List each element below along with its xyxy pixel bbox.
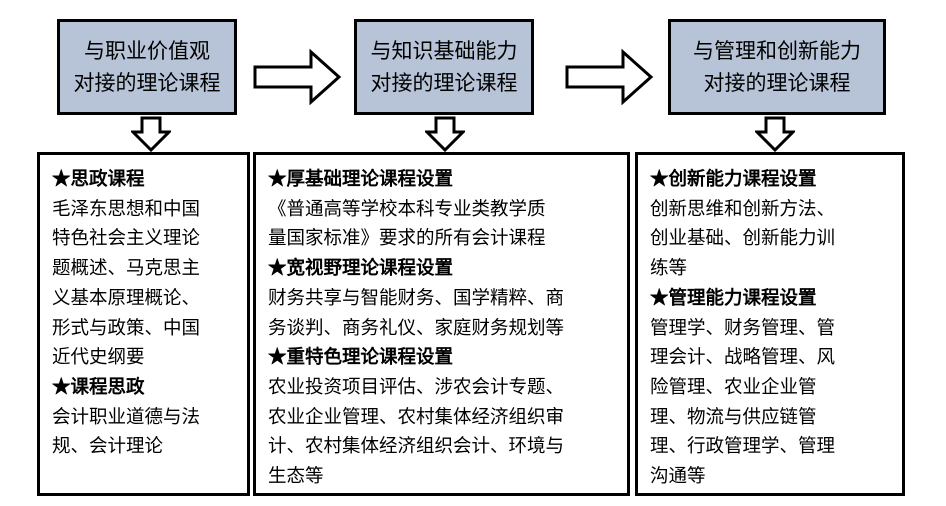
section-heading: ★宽视野理论课程设置 — [268, 258, 454, 280]
course-text-line: 《普通高等学校本科专业类教学质 — [268, 198, 546, 220]
course-list-box-2: ★厚基础理论课程设置 《普通高等学校本科专业类教学质 量国家标准》要求的所有会计… — [253, 152, 630, 496]
top-box-professional-values: 与职业价值观 对接的理论课程 — [57, 19, 237, 115]
course-text-line: 财务共享与智能财务、国学精粹、商 — [268, 287, 565, 309]
course-text-line: 理、物流与供应链管 — [650, 406, 817, 428]
down-arrow-icon — [131, 116, 171, 152]
section-heading: ★创新能力课程设置 — [650, 169, 817, 190]
top-box-title-line: 与职业价值观 — [84, 39, 210, 63]
course-text-line: 近代史纲要 — [52, 347, 145, 369]
course-text-line: 理会计、战略管理、风 — [650, 347, 836, 369]
top-box-management-innovation: 与管理和创新能力 对接的理论课程 — [668, 19, 886, 115]
course-text-line: 义基本原理概论、 — [52, 287, 201, 309]
course-text-line: 生态等 — [268, 466, 324, 488]
course-text-line: 农业企业管理、农村集体经济组织审 — [268, 406, 565, 428]
course-text-line: 计、农村集体经济组织会计、环境与 — [268, 436, 565, 458]
section-heading: ★厚基础理论课程设置 — [268, 169, 454, 190]
course-text-line: 量国家标准》要求的所有会计课程 — [268, 228, 546, 250]
course-text-line: 创业基础、创新能力训 — [650, 228, 836, 250]
down-arrow-icon — [425, 116, 465, 152]
course-text-line: 理、行政管理学、管理 — [650, 436, 836, 458]
course-list-box-1: ★思政课程 毛泽东思想和中国 特色社会主义理论 题概述、马克思主 义基本原理概论… — [37, 152, 250, 496]
course-text-line: 形式与政策、中国 — [52, 317, 201, 339]
section-heading: ★管理能力课程设置 — [650, 287, 817, 309]
top-box-knowledge-foundation: 与知识基础能力 对接的理论课程 — [354, 19, 534, 115]
course-text-line: 险管理、农业企业管 — [650, 376, 817, 398]
course-text-line: 练等 — [650, 258, 688, 280]
section-heading: ★课程思政 — [52, 376, 145, 398]
course-text-line: 题概述、马克思主 — [52, 258, 201, 280]
course-text-line: 创新思维和创新方法、 — [650, 198, 836, 220]
course-text-line: 特色社会主义理论 — [52, 228, 201, 250]
top-box-title-line: 对接的理论课程 — [370, 71, 518, 95]
top-box-title-line: 与管理和创新能力 — [693, 39, 861, 63]
section-heading: ★重特色理论课程设置 — [268, 347, 454, 369]
top-box-title-line: 对接的理论课程 — [703, 71, 851, 95]
section-heading: ★思政课程 — [52, 169, 145, 190]
course-text-line: 规、会计理论 — [52, 436, 164, 458]
top-box-title-line: 与知识基础能力 — [370, 39, 518, 63]
course-list-box-3: ★创新能力课程设置 创新思维和创新方法、 创业基础、创新能力训 练等 ★管理能力… — [635, 152, 905, 496]
right-arrow-icon — [565, 48, 654, 106]
course-text-line: 毛泽东思想和中国 — [52, 198, 201, 220]
course-text-line: 农业投资项目评估、涉农会计专题、 — [268, 376, 565, 398]
down-arrow-icon — [755, 116, 795, 152]
course-text-line: 管理学、财务管理、管 — [650, 317, 836, 339]
top-box-title-line: 对接的理论课程 — [73, 71, 221, 95]
course-text-line: 会计职业道德与法 — [52, 406, 201, 428]
course-text-line: 务谈判、商务礼仪、家庭财务规划等 — [268, 317, 565, 339]
right-arrow-icon — [253, 48, 342, 106]
course-text-line: 沟通等 — [650, 466, 706, 488]
